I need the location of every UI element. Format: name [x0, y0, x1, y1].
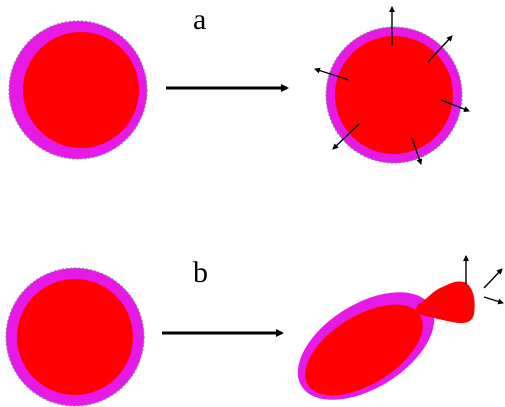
bleb-arrow-right: [483, 296, 504, 305]
outward-arrow-right: [440, 99, 470, 112]
outward-arrow-bottom: [411, 137, 423, 165]
panel-b-bleb-arrows: [463, 255, 504, 305]
bleb-arrow-upper-right: [483, 268, 503, 289]
outward-arrow-upper-right: [427, 35, 453, 63]
panel-a-original-cell: [8, 20, 148, 160]
panel-b-deformed-cell: [297, 281, 475, 400]
panel-a-outward-arrows: [314, 6, 470, 165]
outward-arrow-left: [314, 67, 350, 81]
panel-a-label: a: [193, 3, 207, 36]
panel-b-label: b: [193, 256, 208, 289]
panel-b-original-cell: [5, 267, 145, 407]
outward-arrow-lower-left: [332, 123, 360, 150]
membrane-bleb: [415, 281, 475, 324]
